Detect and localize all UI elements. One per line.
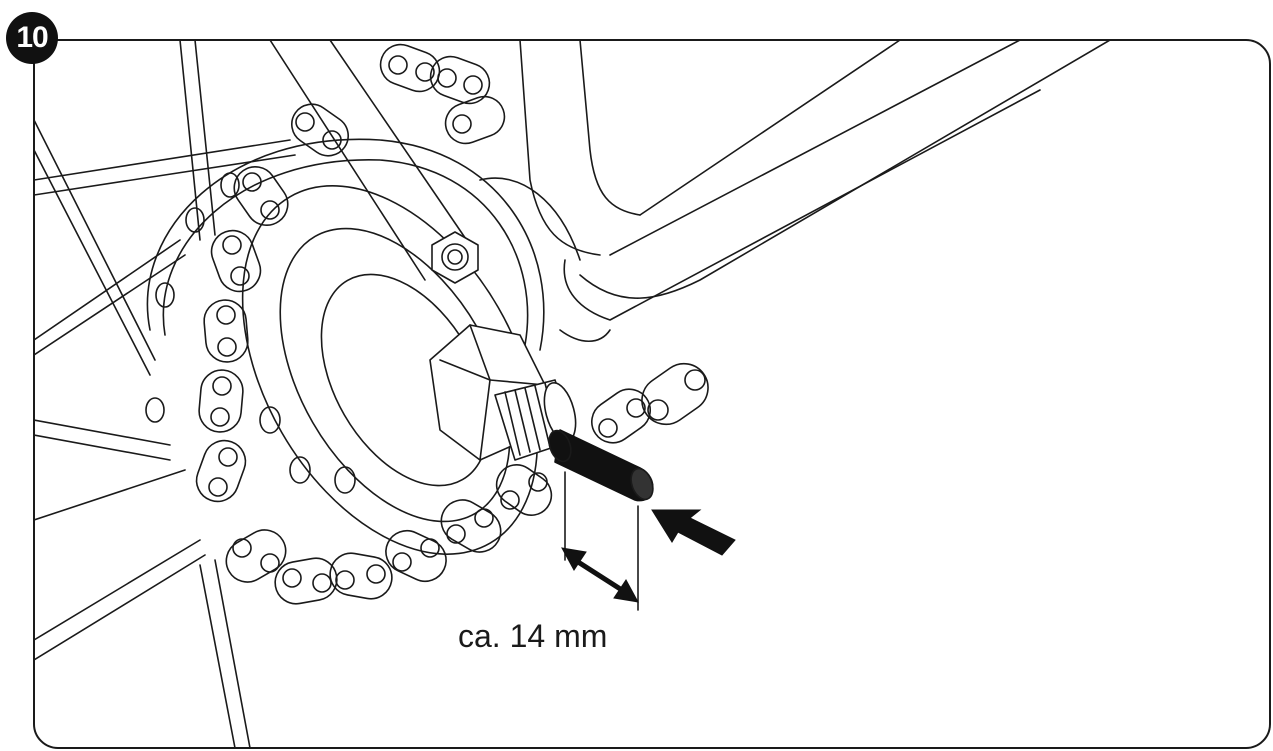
bicycle-chain [195, 43, 709, 605]
frame-bolt [431, 231, 479, 284]
arrow-left-icon [651, 509, 736, 556]
double-arrow-icon [561, 547, 639, 603]
measurement-label: ca. 14 mm [458, 618, 608, 654]
bicycle-frame-tubes [269, 40, 1111, 343]
dimension-lines [564, 471, 639, 611]
wheel-spokes [34, 40, 296, 748]
axle-pin [548, 429, 654, 502]
step-number-badge: 10 [6, 12, 58, 64]
